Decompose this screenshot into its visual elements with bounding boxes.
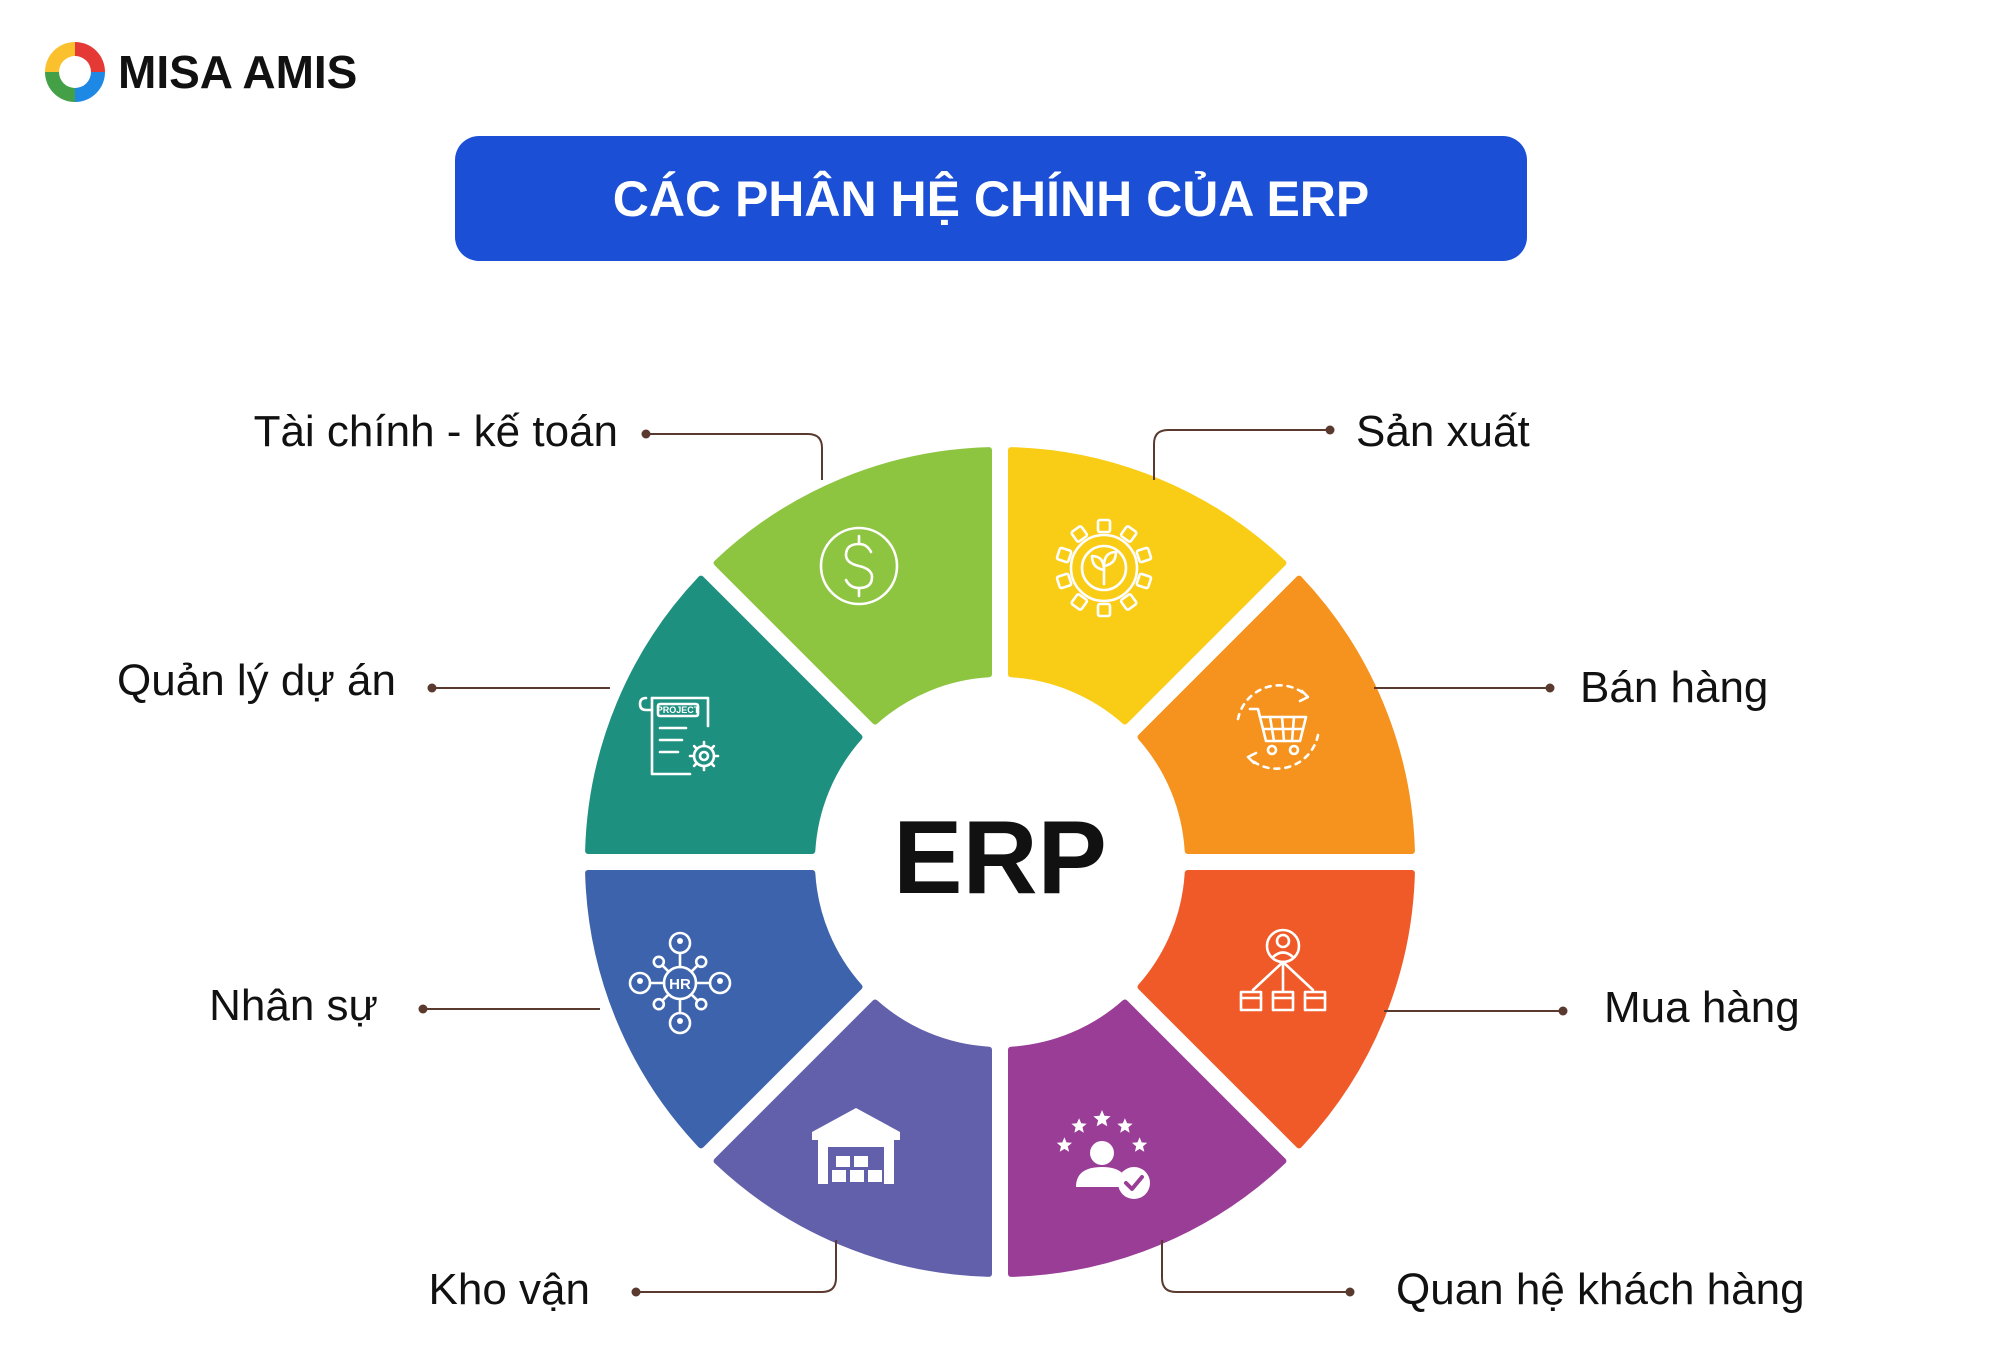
leader-hr [418,1004,600,1014]
hr-link [690,993,700,1003]
brand-name: MISA AMIS [118,46,357,98]
star-icon [1117,1118,1133,1133]
segment-sales[interactable] [1137,575,1415,854]
project-document-icon: PROJECT [638,696,720,776]
star-icon [1132,1137,1148,1152]
hr-small-node [694,955,708,969]
hr-person-node [668,1011,692,1035]
gear-tooth [1119,593,1138,611]
label-hr: Nhân sự [209,981,378,1030]
center-label: ERP [893,800,1107,916]
star-icon [1093,1110,1111,1127]
hr-person-node [708,971,732,995]
hr-link [660,963,670,973]
title-background [455,136,1527,261]
hr-small-node [652,955,666,969]
title-banner: CÁC PHÂN HỆ CHÍNH CỦA ERP [455,136,1527,261]
leader-production [1153,425,1335,480]
leader-sales [1374,683,1555,693]
gear-tooth [709,744,716,751]
hr-small-node [652,997,666,1011]
gear-plant-icon [1055,518,1153,618]
hr-person-node [628,971,652,995]
leader-warehouse [631,1240,837,1297]
hr-person-head [677,938,683,944]
hr-network-icon: HR [628,931,732,1035]
segment-project[interactable] [585,575,863,854]
label-warehouse: Kho vận [429,1265,590,1314]
star-icon [1071,1118,1087,1133]
leader-lines [418,425,1568,1297]
leader-project [427,683,610,693]
segment-production[interactable] [1008,447,1287,725]
leader-crm [1161,1240,1355,1297]
hr-person-node [668,931,692,955]
hr-link [660,993,670,1003]
customer-rating-icon [1056,1110,1150,1199]
hr-person-head [677,1018,683,1024]
label-purchasing: Mua hàng [1604,983,1800,1032]
shopping-cart-icon [1236,684,1320,770]
leader-finance [641,429,823,480]
brand-logo[interactable]: MISA AMIS [45,42,357,102]
label-sales: Bán hàng [1580,663,1768,712]
gear-tooth [1055,572,1073,590]
warehouse-icon [812,1108,900,1184]
label-crm: Quan hệ khách hàng [1396,1265,1805,1314]
segment-crm[interactable] [1008,999,1287,1277]
label-production: Sản xuất [1356,407,1530,456]
gear-tooth [692,761,699,768]
hr-small-node [694,997,708,1011]
dollar-coin-icon [819,526,899,606]
gear-tooth [1135,546,1153,564]
gear-tooth [692,744,699,751]
gear-tooth [1096,602,1112,618]
project-icon-label: PROJECT [657,705,700,715]
gear-tooth [1070,525,1089,543]
gear-tooth [1119,525,1138,543]
label-project: Quản lý dự án [117,656,396,705]
misa-amis-logo-icon [45,42,105,102]
star-icon [1056,1137,1072,1152]
gear-tooth [1135,572,1153,590]
leader-purchasing [1384,1006,1568,1016]
page-title: CÁC PHÂN HỆ CHÍNH CỦA ERP [613,170,1370,227]
segment-hr[interactable] [585,870,863,1149]
gear-tooth [1055,546,1073,564]
supplier-boxes-icon [1239,928,1327,1012]
module-labels: Tài chính - kế toán Sản xuất Quản lý dự … [117,407,1805,1314]
gear-tooth [1070,593,1089,611]
gear-tooth [1096,518,1112,534]
hr-link [690,963,700,973]
hr-icon-label: HR [669,976,691,993]
hr-person-head [637,978,643,984]
hr-person-head [717,978,723,984]
label-finance: Tài chính - kế toán [254,407,618,456]
gear-tooth [709,761,716,768]
